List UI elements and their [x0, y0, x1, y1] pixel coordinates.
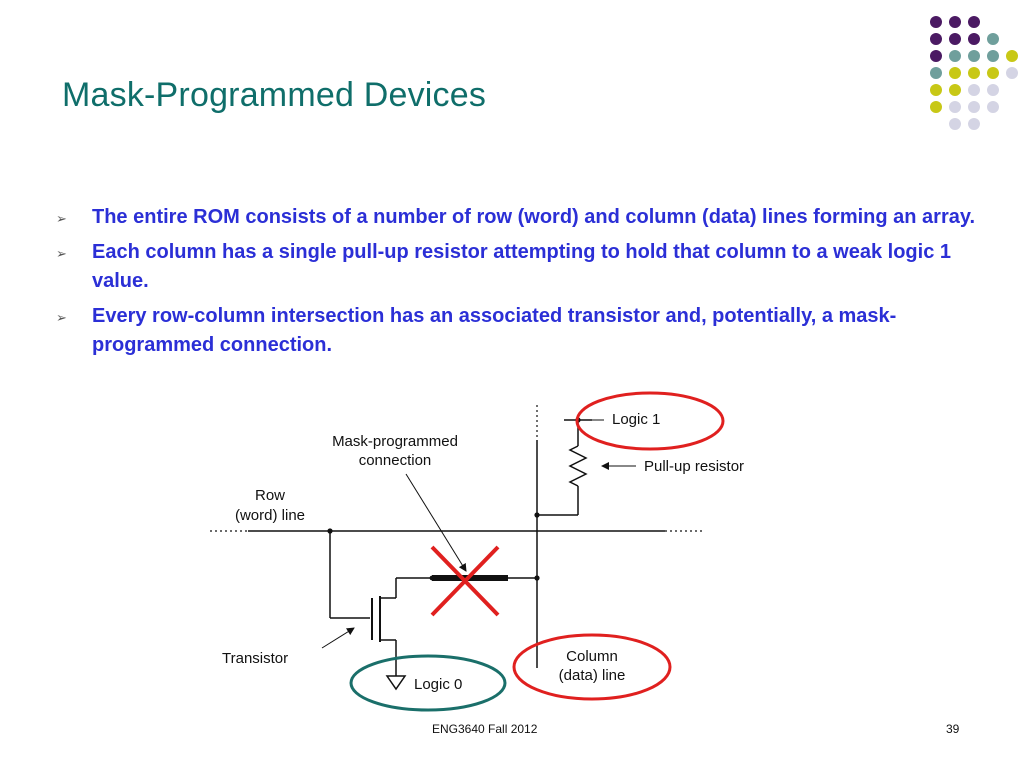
- mask-label-line1: Mask-programmed: [332, 433, 458, 450]
- column-junction-dot: [534, 512, 540, 518]
- footer-course: ENG3640 Fall 2012: [432, 722, 538, 736]
- row-label-line2: (word) line: [235, 507, 305, 524]
- arrow-bullet-icon: ➢: [56, 211, 67, 226]
- logic1-highlight-circle: [575, 391, 725, 451]
- mask-junction-dot-left: [429, 575, 435, 581]
- mask-junction-dot-right: [534, 575, 540, 581]
- slide-number: 39: [946, 722, 960, 736]
- bullet-text: Every row-column intersection has an ass…: [92, 305, 897, 356]
- logic0-highlight-circle: [349, 654, 507, 712]
- bullet-list: ➢ The entire ROM consists of a number of…: [56, 203, 976, 366]
- bullet-text: Each column has a single pull-up resisto…: [92, 241, 952, 292]
- transistor-label: Transistor: [222, 650, 288, 667]
- nmos-transistor-icon: [329, 531, 397, 676]
- column-highlight-circle: [512, 633, 672, 701]
- resistor-icon: [568, 445, 588, 487]
- transistor-arrow: [321, 627, 355, 649]
- mask-label-line2: connection: [359, 452, 432, 469]
- column-label-line1: Column: [566, 648, 618, 665]
- pullup-label: Pull-up resistor: [644, 458, 744, 475]
- slide-title: Mask-Programmed Devices: [62, 76, 487, 114]
- arrow-bullet-icon: ➢: [56, 246, 67, 261]
- logic0-label: Logic 0: [414, 676, 462, 693]
- mask-arrow: [405, 473, 467, 572]
- bullet-item: ➢ Each column has a single pull-up resis…: [56, 238, 976, 296]
- ground-icon: [385, 675, 407, 691]
- bullet-item: ➢ The entire ROM consists of a number of…: [56, 203, 976, 232]
- cross-out-x-icon: [430, 545, 500, 617]
- row-label-line1: Row: [255, 487, 285, 504]
- bullet-item: ➢ Every row-column intersection has an a…: [56, 302, 976, 360]
- logic1-label: Logic 1: [612, 411, 660, 428]
- column-label-line2: (data) line: [559, 667, 626, 684]
- bullet-text: The entire ROM consists of a number of r…: [92, 206, 976, 228]
- arrow-bullet-icon: ➢: [56, 310, 67, 325]
